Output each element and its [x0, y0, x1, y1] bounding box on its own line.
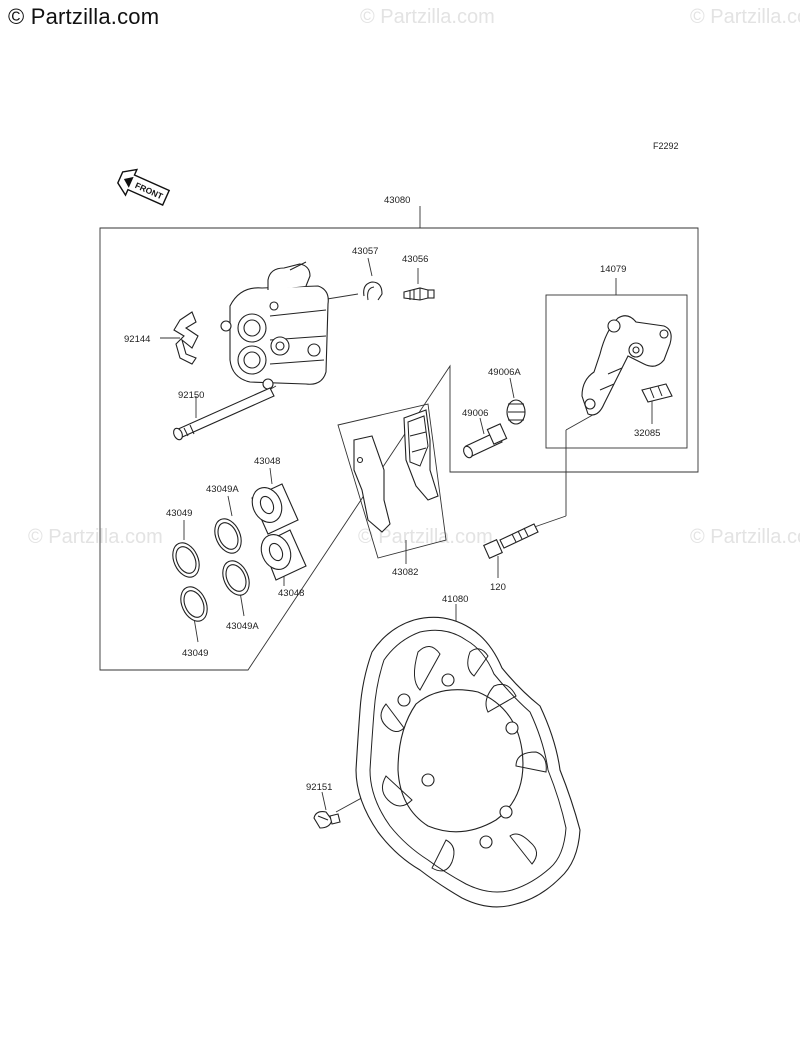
brake-disc [355, 616, 581, 908]
dust-seal-lower [222, 560, 250, 596]
brake-pad-front [403, 409, 439, 501]
pad-pin [173, 387, 275, 441]
caliper-body [220, 261, 329, 390]
part-label-43049A-upper[interactable]: 43049A [206, 484, 239, 495]
piston-upper [251, 483, 299, 535]
part-label-43049A-lower[interactable]: 43049A [226, 621, 259, 632]
slide-pin-boot [506, 399, 526, 425]
part-label-43048-upper[interactable]: 43048 [254, 456, 280, 467]
watermark: © Partzilla.com [690, 526, 800, 548]
slide-pin [463, 423, 508, 459]
part-labels: 43080 43057 43056 14079 92144 92150 4900… [124, 195, 660, 793]
part-label-92144[interactable]: 92144 [124, 334, 150, 345]
part-label-41080[interactable]: 41080 [442, 594, 468, 605]
part-label-32085[interactable]: 32085 [634, 428, 660, 439]
part-label-49006[interactable]: 49006 [462, 408, 488, 419]
piston-seal-upper [172, 542, 200, 578]
part-label-92150[interactable]: 92150 [178, 390, 204, 401]
part-label-43048-lower[interactable]: 43048 [278, 588, 304, 599]
pad-set-frame [337, 403, 447, 559]
watermark: © Partzilla.com [358, 526, 493, 548]
part-label-120[interactable]: 120 [490, 582, 506, 593]
bracket-frame [545, 294, 688, 449]
part-label-43049-lower[interactable]: 43049 [182, 648, 208, 659]
part-label-92151[interactable]: 92151 [306, 782, 332, 793]
part-label-43056[interactable]: 43056 [402, 254, 428, 265]
brake-pad-rear [353, 435, 391, 533]
dust-seal-upper [214, 518, 242, 554]
part-label-43049-upper[interactable]: 43049 [166, 508, 192, 519]
bracket-plate [641, 383, 673, 403]
watermark: © Partzilla.com [690, 6, 800, 28]
caliper-assembly-frame [99, 227, 699, 671]
part-label-43080[interactable]: 43080 [384, 195, 410, 206]
part-label-14079[interactable]: 14079 [600, 264, 626, 275]
watermark: © Partzilla.com [360, 6, 495, 28]
figure-code: F2292 [653, 141, 679, 151]
part-label-43057[interactable]: 43057 [352, 246, 378, 257]
bleeder-cap [363, 281, 383, 301]
front-direction-arrow: FRONT [117, 168, 171, 206]
bracket-bolt [483, 523, 539, 559]
watermark: © Partzilla.com [28, 526, 163, 548]
disc-bolt [313, 811, 341, 829]
bleeder-valve [403, 287, 435, 301]
part-label-43082[interactable]: 43082 [392, 567, 418, 578]
piston-lower [260, 529, 307, 581]
piston-seal-lower [180, 586, 208, 622]
partzilla-brand[interactable]: © Partzilla.com [8, 4, 160, 29]
part-label-49006A[interactable]: 49006A [488, 367, 521, 378]
caliper-bracket [581, 315, 672, 416]
pad-spring [173, 311, 199, 365]
